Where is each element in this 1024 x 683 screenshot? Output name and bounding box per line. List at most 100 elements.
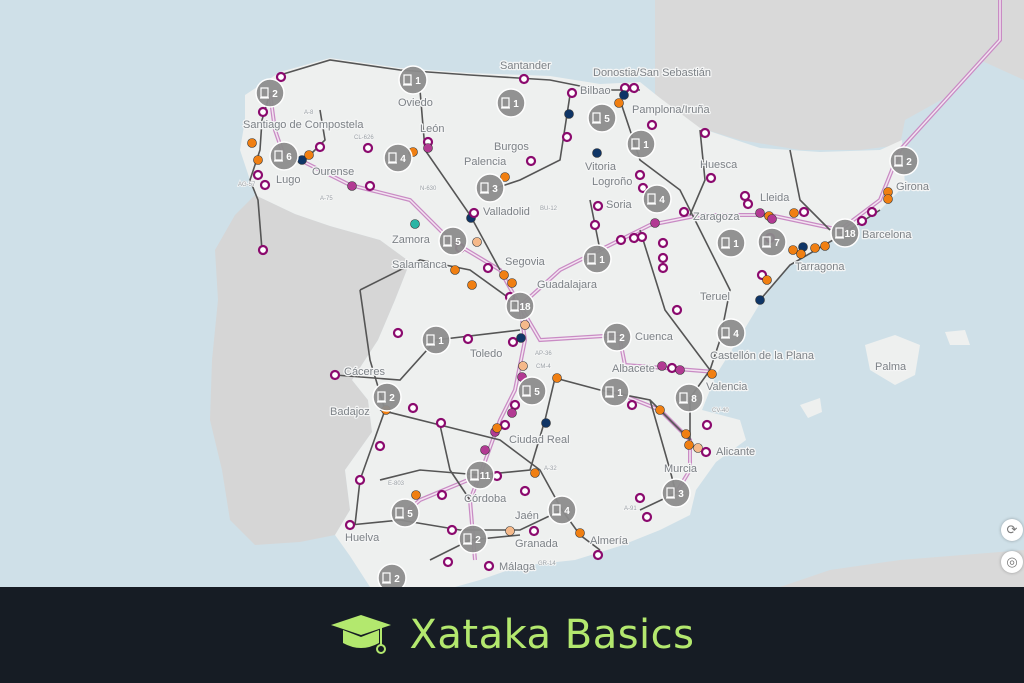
charger-ring-marker[interactable] <box>329 369 341 381</box>
charger-ring-marker[interactable] <box>462 333 474 345</box>
station-cluster[interactable]: 2 <box>458 524 488 554</box>
charger-ring-marker[interactable] <box>519 485 531 497</box>
charger-orange-marker[interactable] <box>253 155 263 165</box>
station-cluster[interactable]: 1 <box>496 88 526 118</box>
charger-ring-marker[interactable] <box>589 219 601 231</box>
charger-orange-marker[interactable] <box>500 172 510 182</box>
charger-ring-marker[interactable] <box>592 549 604 561</box>
charger-peach-marker[interactable] <box>472 237 482 247</box>
charger-ring-marker[interactable] <box>657 237 669 249</box>
charger-ring-marker[interactable] <box>354 474 366 486</box>
charger-ring-marker[interactable] <box>628 232 640 244</box>
charger-ring-marker[interactable] <box>259 179 271 191</box>
charger-ring-marker[interactable] <box>592 200 604 212</box>
charger-ring-marker[interactable] <box>436 489 448 501</box>
charger-ring-marker[interactable] <box>666 362 678 374</box>
rotate-icon[interactable]: ⟳ <box>1001 519 1023 541</box>
charger-ring-marker[interactable] <box>362 142 374 154</box>
station-cluster[interactable]: 3 <box>475 173 505 203</box>
charger-ring-marker[interactable] <box>742 198 754 210</box>
charger-ring-marker[interactable] <box>528 525 540 537</box>
charger-magenta-marker[interactable] <box>675 365 685 375</box>
charger-ring-marker[interactable] <box>657 252 669 264</box>
station-cluster[interactable]: 4 <box>383 143 413 173</box>
charger-navy-marker[interactable] <box>541 418 551 428</box>
station-cluster[interactable]: 5 <box>517 376 547 406</box>
charger-ring-marker[interactable] <box>657 262 669 274</box>
charger-ring-marker[interactable] <box>561 131 573 143</box>
charger-orange-marker[interactable] <box>552 373 562 383</box>
station-cluster[interactable]: 5 <box>438 226 468 256</box>
station-cluster[interactable]: 4 <box>642 184 672 214</box>
charger-ring-marker[interactable] <box>499 419 511 431</box>
station-cluster[interactable]: 2 <box>377 563 407 587</box>
charger-ring-marker[interactable] <box>468 207 480 219</box>
station-cluster[interactable]: 5 <box>587 103 617 133</box>
charger-navy-marker[interactable] <box>592 148 602 158</box>
charger-magenta-marker[interactable] <box>755 208 765 218</box>
charger-ring-marker[interactable] <box>344 519 356 531</box>
charger-orange-marker[interactable] <box>789 208 799 218</box>
charger-magenta-marker[interactable] <box>507 408 517 418</box>
charger-magenta-marker[interactable] <box>650 218 660 228</box>
charger-ring-marker[interactable] <box>509 399 521 411</box>
charger-ring-marker[interactable] <box>866 206 878 218</box>
charger-magenta-marker[interactable] <box>767 214 777 224</box>
station-cluster[interactable]: 18 <box>830 218 860 248</box>
charger-magenta-marker[interactable] <box>480 445 490 455</box>
charger-peach-marker[interactable] <box>520 320 530 330</box>
station-cluster[interactable]: 2 <box>889 146 919 176</box>
charger-ring-marker[interactable] <box>507 336 519 348</box>
charger-orange-marker[interactable] <box>530 468 540 478</box>
charger-peach-marker[interactable] <box>505 526 515 536</box>
charger-ring-marker[interactable] <box>374 440 386 452</box>
station-cluster[interactable]: 2 <box>372 382 402 412</box>
station-cluster[interactable]: 4 <box>547 495 577 525</box>
charger-ring-marker[interactable] <box>856 215 868 227</box>
charger-orange-marker[interactable] <box>411 490 421 500</box>
charger-ring-marker[interactable] <box>314 141 326 153</box>
charger-orange-marker[interactable] <box>883 194 893 204</box>
charger-ring-marker[interactable] <box>705 172 717 184</box>
charger-ring-marker[interactable] <box>275 71 287 83</box>
charger-ring-marker[interactable] <box>634 169 646 181</box>
charger-ring-marker[interactable] <box>637 182 649 194</box>
station-cluster[interactable]: 1 <box>582 244 612 274</box>
charger-magenta-marker[interactable] <box>347 181 357 191</box>
station-cluster[interactable]: 3 <box>661 478 691 508</box>
charger-ring-marker[interactable] <box>446 524 458 536</box>
station-cluster[interactable]: 18 <box>505 291 535 321</box>
charger-ring-marker[interactable] <box>518 73 530 85</box>
charger-ring-marker[interactable] <box>407 402 419 414</box>
charger-ring-marker[interactable] <box>646 119 658 131</box>
charger-ring-marker[interactable] <box>671 304 683 316</box>
charger-navy-marker[interactable] <box>755 295 765 305</box>
charger-orange-marker[interactable] <box>575 528 585 538</box>
charger-ring-marker[interactable] <box>364 180 376 192</box>
charger-ring-marker[interactable] <box>634 492 646 504</box>
charger-ring-marker[interactable] <box>626 399 638 411</box>
charger-orange-marker[interactable] <box>450 265 460 275</box>
charger-ring-marker[interactable] <box>482 262 494 274</box>
charger-ring-marker[interactable] <box>739 190 751 202</box>
charger-navy-marker[interactable] <box>619 90 629 100</box>
charger-ring-marker[interactable] <box>615 234 627 246</box>
charger-peach-marker[interactable] <box>693 443 703 453</box>
charger-ring-marker[interactable] <box>483 560 495 572</box>
station-cluster[interactable]: 11 <box>465 460 495 490</box>
charger-ring-marker[interactable] <box>257 244 269 256</box>
station-cluster[interactable]: 2 <box>602 322 632 352</box>
charger-orange-marker[interactable] <box>467 280 477 290</box>
charger-navy-marker[interactable] <box>564 109 574 119</box>
station-cluster[interactable]: 1 <box>421 325 451 355</box>
charger-ring-marker[interactable] <box>392 327 404 339</box>
charger-orange-marker[interactable] <box>788 245 798 255</box>
station-cluster[interactable]: 1 <box>626 129 656 159</box>
charger-orange-marker[interactable] <box>614 98 624 108</box>
charger-ring-marker[interactable] <box>641 511 653 523</box>
charger-ring-marker[interactable] <box>435 417 447 429</box>
charger-orange-marker[interactable] <box>507 278 517 288</box>
charger-ring-marker[interactable] <box>636 231 648 243</box>
charger-navy-marker[interactable] <box>516 333 526 343</box>
